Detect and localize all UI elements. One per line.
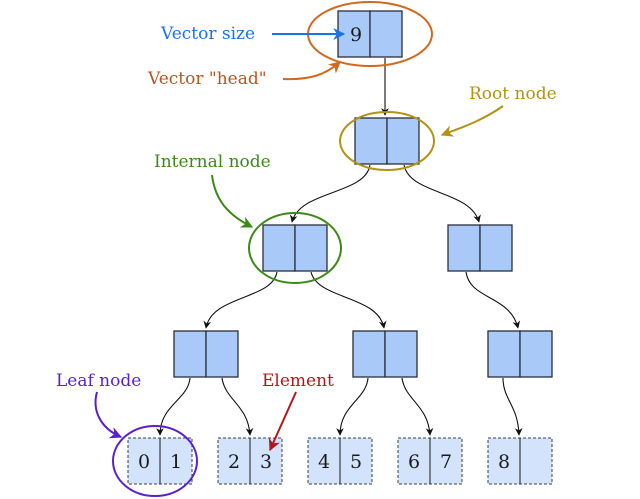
leaf-element-value: 5 [350, 451, 362, 473]
edge-internal-right-to-l2-c [465, 271, 521, 329]
root-cell-left [354, 117, 388, 165]
edge-l2b-to-leaf-3 [401, 377, 434, 436]
leaf-node-4: 8 [487, 437, 553, 485]
vector-head-arrow [282, 61, 341, 81]
vector-size-label: Vector size [160, 24, 255, 44]
vector-size-value: 9 [350, 24, 362, 46]
root-node-highlight-ellipse [339, 111, 435, 171]
leaf-element-value: 6 [408, 451, 420, 473]
leaf-element-value: 0 [138, 451, 150, 473]
leaf-element-value: 4 [318, 451, 330, 473]
internal-node-arrow [211, 174, 254, 228]
leaf-node-highlight-ellipse [112, 425, 198, 497]
internal-node-left [262, 224, 328, 272]
internal-left-cell-0 [262, 224, 296, 272]
edge-internal-left-to-l2-a [203, 271, 278, 329]
edge-l2c-to-leaf-4 [502, 377, 523, 436]
edge-internal-left-to-l2-b [310, 271, 387, 329]
internal-left-cell-1 [294, 224, 328, 272]
l2b-cell-0 [352, 330, 386, 378]
root-cell-right [386, 117, 420, 165]
edge-root-to-internal-right [403, 164, 481, 223]
edges [156, 58, 523, 436]
edge-l2a-to-leaf-0 [156, 377, 191, 436]
leaf-node-arrow [94, 391, 123, 439]
internal-node-right [447, 224, 513, 272]
l2c-cell-0 [487, 330, 521, 378]
root-node-label: Root node [469, 84, 557, 104]
edge-l2a-to-leaf-1 [221, 377, 254, 436]
element-arrow [268, 391, 297, 452]
leaf-element-value: 7 [440, 451, 452, 473]
element-label: Element [262, 371, 334, 391]
internal-node-label: Internal node [154, 152, 271, 172]
leaf-element-value: 3 [260, 451, 272, 473]
internal-right-cell-0 [447, 224, 481, 272]
vector-head-node: 9 [337, 10, 403, 58]
leaf-node-label: Leaf node [56, 371, 141, 391]
level2-node-b [352, 330, 418, 378]
level2-node-a [173, 330, 239, 378]
leaf-element-value: 2 [228, 451, 240, 473]
level2-node-c [487, 330, 553, 378]
root-node-arrow [440, 105, 504, 137]
leaf-element-value: 8 [498, 451, 510, 473]
l2b-cell-1 [384, 330, 418, 378]
vector-head-label: Vector "head" [147, 69, 267, 89]
internal-node-highlight-ellipse [248, 212, 342, 284]
edge-l2b-to-leaf-2 [336, 377, 369, 436]
root-node [354, 117, 420, 165]
head-root-pointer-cell [369, 10, 403, 58]
internal-right-cell-1 [479, 224, 513, 272]
l2a-cell-0 [173, 330, 207, 378]
leaf-element-value: 1 [170, 451, 182, 473]
l2a-cell-1 [205, 330, 239, 378]
l2c-cell-1 [519, 330, 553, 378]
